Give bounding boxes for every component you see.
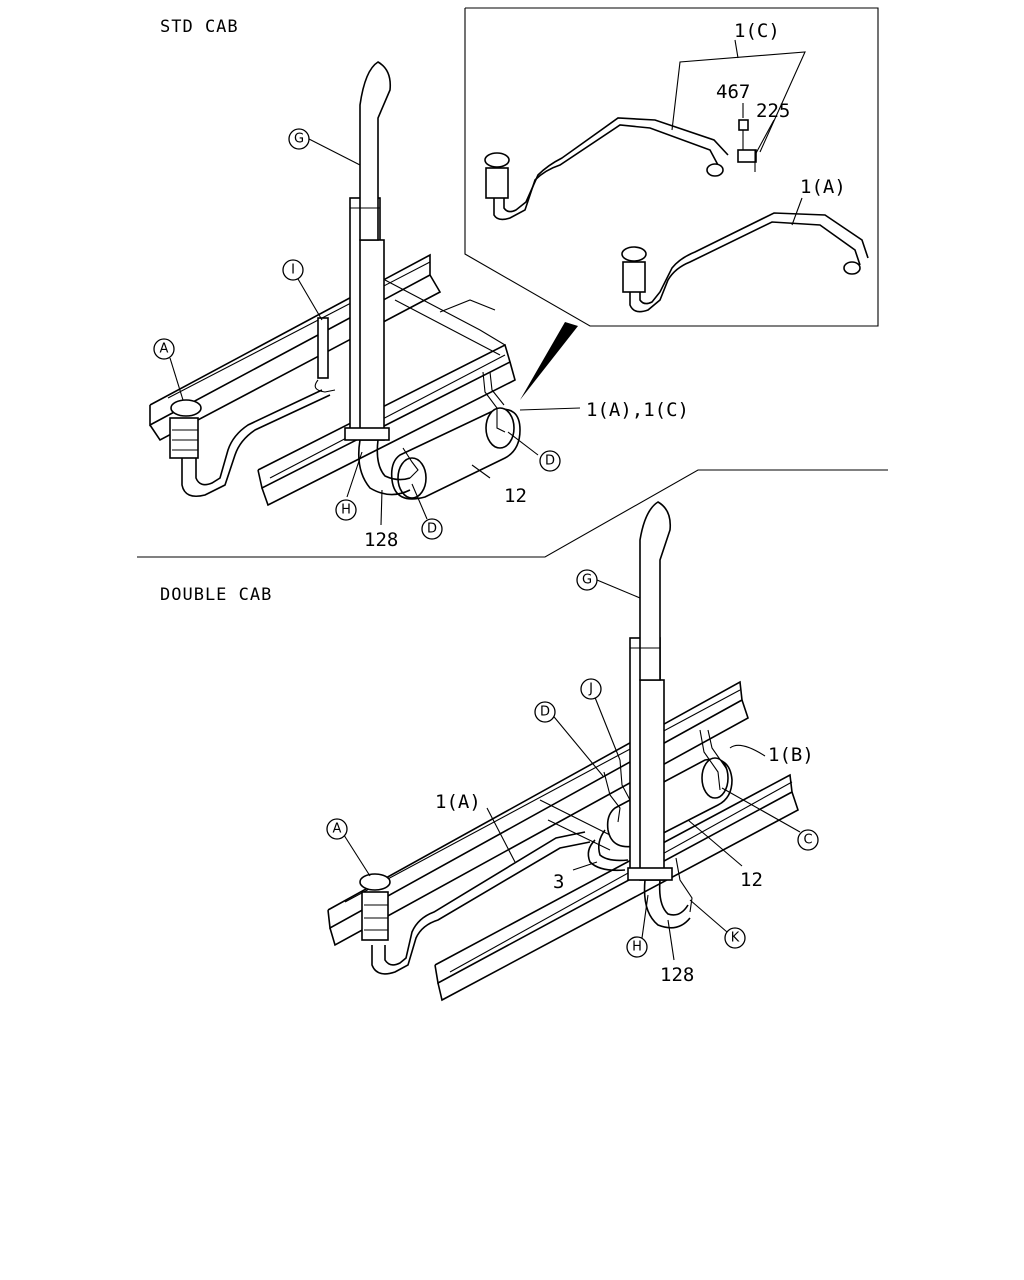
- inset-panel: [464, 7, 879, 327]
- std-cab-frame-rails: [149, 253, 516, 507]
- std-cab-muffler: [390, 407, 521, 500]
- callout-G-label: G: [294, 132, 304, 147]
- callout-K-label: K: [731, 931, 740, 946]
- callout-I: [282, 259, 304, 281]
- std-cab-tailpipe: [169, 389, 331, 498]
- callout-D-label: D: [427, 522, 437, 537]
- section-divider: [137, 469, 888, 558]
- part-label-128: 128: [660, 964, 694, 986]
- std-cab-heading: STD CAB: [160, 17, 239, 37]
- callout-G: [576, 569, 598, 591]
- std-cab-leaders: [169, 138, 581, 526]
- callout-G-label: G: [582, 573, 592, 588]
- part-label-1a: 1(A): [435, 791, 481, 813]
- callout-D: [421, 518, 443, 540]
- part-label-1b: 1(B): [768, 744, 814, 766]
- callout-H-label: H: [632, 940, 642, 955]
- part-label-1a-1c: 1(A),1(C): [586, 399, 689, 421]
- callout-K: [724, 927, 746, 949]
- double-cab-muffler: [606, 757, 733, 848]
- callout-D-label: D: [545, 454, 555, 469]
- callout-D: [534, 701, 556, 723]
- part-label-128: 128: [364, 529, 398, 551]
- std-cab-hanger-I: [314, 317, 336, 393]
- callout-C: [797, 829, 819, 851]
- callout-I-label: I: [291, 263, 295, 278]
- callout-A: [326, 818, 348, 840]
- callout-H-label: H: [341, 503, 351, 518]
- inset-label-467: 467: [716, 81, 750, 103]
- callout-D: [539, 450, 561, 472]
- callout-A-label: A: [333, 822, 342, 837]
- callout-G: [288, 128, 310, 150]
- callout-C-label: C: [803, 833, 812, 848]
- double-cab-tailpipe: [359, 829, 629, 975]
- callout-A: [153, 338, 175, 360]
- inset-label-1c: 1(C): [734, 20, 780, 42]
- callout-A-label: A: [160, 342, 169, 357]
- double-cab-heading: DOUBLE CAB: [160, 585, 272, 605]
- inset-label-225: 225: [756, 100, 790, 122]
- part-label-3: 3: [553, 871, 564, 893]
- part-label-12: 12: [504, 485, 527, 507]
- callout-D-label: D: [540, 705, 550, 720]
- double-cab-frame-rails: [327, 680, 799, 1002]
- callout-H: [335, 499, 357, 521]
- part-label-12: 12: [740, 869, 763, 891]
- double-cab-leaders: [341, 579, 801, 961]
- std-cab-stack: [344, 61, 506, 496]
- callout-H: [626, 936, 648, 958]
- callout-J-label: J: [588, 682, 593, 697]
- callout-J: [580, 678, 602, 700]
- double-cab-stack: [603, 501, 727, 929]
- inset-label-1a: 1(A): [800, 176, 846, 198]
